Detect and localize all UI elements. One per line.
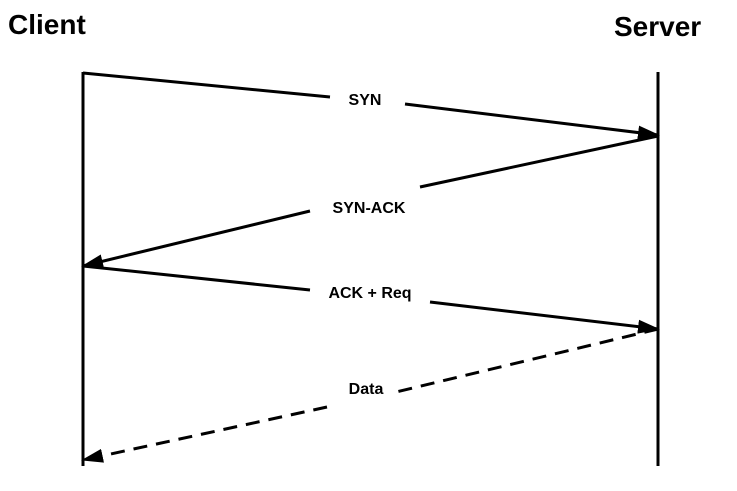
ack-req-arrow	[429, 300, 660, 334]
data-arrow	[391, 327, 659, 395]
syn-label: SYN	[349, 92, 382, 109]
ack-req-arrow	[82, 264, 311, 292]
message-syn-ack: SYN-ACK	[81, 134, 659, 269]
client-label: Client	[8, 9, 86, 40]
syn-ack-arrow	[419, 134, 659, 189]
syn-ack-arrow	[81, 209, 311, 269]
message-syn: SYN	[82, 71, 660, 140]
data-arrow	[81, 405, 328, 463]
syn-arrow	[404, 102, 660, 140]
message-data: Data	[81, 327, 659, 463]
message-ack-req: ACK + Req	[82, 264, 660, 334]
data-label: Data	[349, 381, 384, 398]
server-label: Server	[614, 11, 701, 42]
syn-arrow	[82, 71, 331, 99]
ack-req-label: ACK + Req	[328, 285, 411, 302]
syn-ack-label: SYN-ACK	[333, 200, 406, 217]
